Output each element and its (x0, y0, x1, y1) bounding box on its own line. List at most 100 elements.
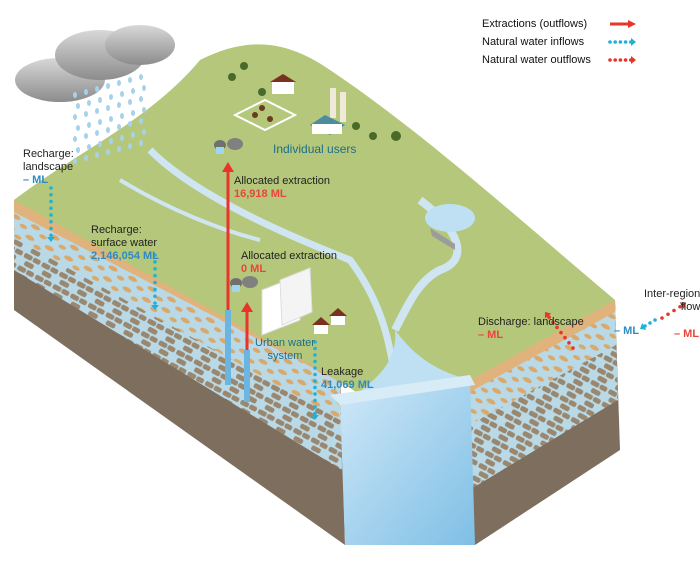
recharge-surface-arrow (151, 253, 159, 310)
raindrop (117, 124, 121, 130)
raindrop (87, 100, 91, 106)
legend-extractions: Extractions (outflows) (482, 18, 588, 30)
leakage-arrow (311, 340, 319, 420)
raindrop (120, 113, 124, 119)
flow-dot (660, 316, 664, 320)
flow-dot (153, 260, 157, 264)
raindrop (84, 133, 88, 139)
dam-icon (425, 204, 475, 250)
urban-water-system-label: Urban water system (255, 337, 315, 362)
flow-dot (49, 226, 53, 231)
raindrop (76, 103, 80, 109)
raindrop (117, 102, 121, 108)
flow-dot (49, 213, 53, 217)
inter-region-outflow-value: – ML (674, 328, 700, 340)
flow-dot (648, 321, 652, 325)
inter-region-inflow-arrow (640, 318, 657, 330)
raindrop (106, 83, 110, 89)
left-cross-section (14, 200, 345, 545)
raindrop (87, 122, 91, 128)
flow-dot (313, 372, 317, 377)
flow-dot (608, 40, 612, 44)
raindrop (73, 158, 77, 164)
raindrop (76, 125, 80, 131)
raindrop (87, 144, 91, 150)
flow-arrowhead (311, 415, 319, 420)
flow-arrowhead (151, 305, 159, 310)
flow-dot (153, 294, 157, 299)
raindrop (84, 89, 88, 95)
flow-arrowhead (47, 237, 55, 242)
legend-natural-inflows: Natural water inflows (482, 36, 585, 48)
legend-extraction-glyph (610, 20, 636, 28)
raindrop (120, 91, 124, 97)
raindrop (139, 96, 143, 102)
cloud-icon (15, 25, 175, 102)
flow-dot (153, 287, 157, 292)
flow-dot (571, 346, 575, 350)
flow-dot (653, 318, 657, 322)
raindrop (128, 121, 132, 127)
raindrop (128, 143, 132, 149)
rain-icon (73, 74, 146, 164)
discharge-landscape-label: Discharge: landscape – ML (478, 316, 584, 341)
flow-dot (49, 192, 53, 197)
raindrop (139, 140, 143, 146)
raindrop (98, 97, 102, 103)
raindrop (117, 146, 121, 152)
flow-dot (153, 266, 157, 271)
flow-dot (678, 304, 682, 309)
water-tank-icon (214, 138, 258, 292)
raindrop (109, 116, 113, 122)
raindrop (73, 114, 77, 120)
farm-icon (232, 74, 298, 132)
flow-dot (49, 186, 53, 190)
legend-natural-outflows: Natural water outflows (482, 54, 591, 66)
flow-dot (547, 315, 551, 319)
flow-dot (623, 40, 628, 44)
recharge-landscape-label: Recharge: landscape – ML (23, 148, 74, 186)
inter-region-inflow-value: – ML (614, 325, 640, 337)
canyon-water (340, 380, 475, 545)
inter-region-flow-label: Inter-region flow (644, 288, 700, 313)
raindrop (95, 130, 99, 136)
flow-arrowhead (631, 56, 636, 64)
flow-dot (313, 379, 317, 383)
flow-dot (623, 58, 628, 62)
raindrop (95, 86, 99, 92)
raindrop (131, 88, 135, 94)
raindrop (139, 118, 143, 124)
flow-dot (608, 58, 612, 62)
flow-dot (49, 199, 53, 204)
city-buildings-icon (261, 267, 313, 336)
flow-arrowhead (679, 302, 686, 310)
flow-dot (313, 385, 317, 390)
leakage-label: Leakage 41,069 ML (321, 366, 374, 391)
flow-dot (313, 353, 317, 357)
flow-arrowhead (640, 322, 647, 330)
inter-region-outflow-arrow (660, 302, 686, 320)
flow-dot (551, 320, 555, 325)
flow-dot (613, 58, 617, 62)
flow-dot (313, 340, 317, 344)
raindrop (142, 85, 146, 91)
recharge-landscape-arrow (47, 186, 55, 242)
raindrop (117, 80, 121, 86)
raindrop (73, 136, 77, 142)
recharge-surface-label: Recharge: surface water 2,146,054 ML (91, 224, 159, 262)
flow-dot (563, 335, 567, 340)
raindrop (128, 77, 132, 83)
flow-dot (313, 398, 317, 403)
flow-dot (313, 346, 317, 351)
land-surface (14, 44, 615, 395)
raindrop (95, 108, 99, 114)
raindrop (120, 135, 124, 141)
flow-dot (313, 359, 317, 364)
raindrop (128, 99, 132, 105)
flow-arrowhead (631, 38, 636, 46)
flow-arrowhead (544, 312, 552, 319)
raindrop (98, 141, 102, 147)
flow-dot (313, 366, 317, 370)
flow-dot (666, 312, 670, 317)
raindrop (73, 92, 77, 98)
